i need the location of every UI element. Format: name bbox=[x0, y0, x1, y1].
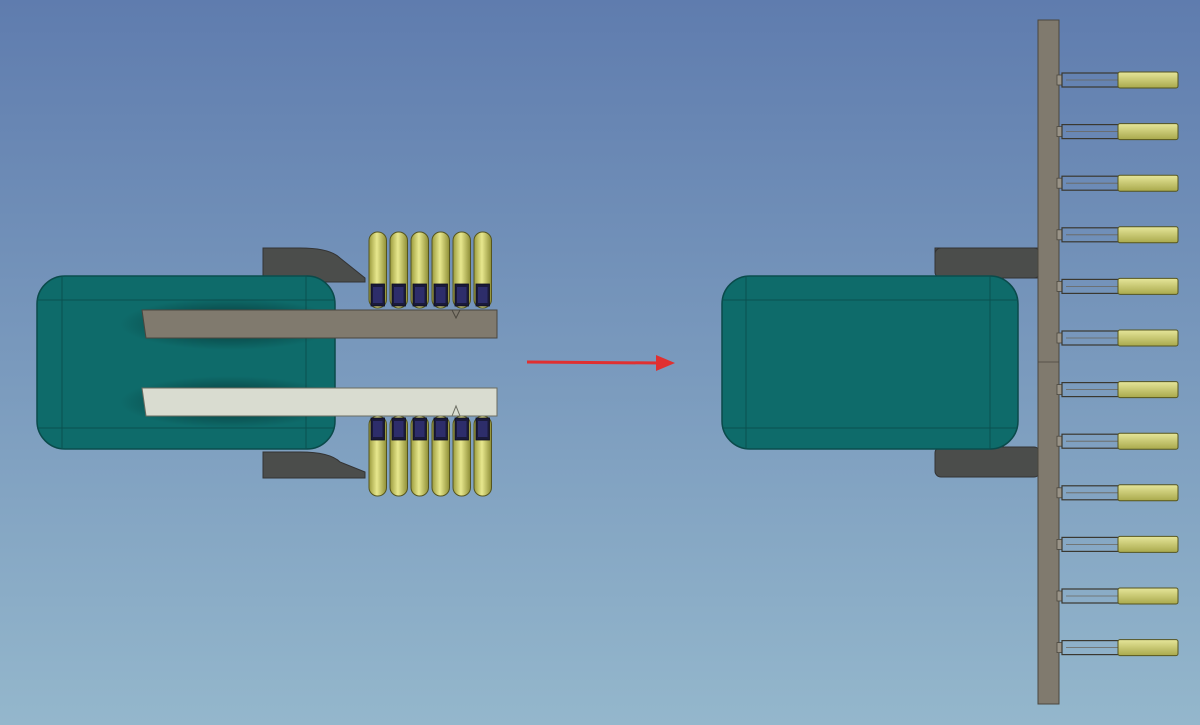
bottom-coil bbox=[452, 415, 471, 497]
right-housing-block-inner-edge bbox=[745, 275, 991, 450]
pin-collar bbox=[1056, 435, 1063, 447]
bottom-coil bbox=[410, 415, 429, 497]
pin-collar bbox=[1056, 280, 1063, 292]
pin-collar bbox=[1056, 177, 1063, 189]
bottom-coil-stack bbox=[368, 415, 492, 497]
pin bbox=[1056, 484, 1179, 502]
top-coil-window-inner bbox=[436, 287, 446, 303]
bottom-coil bbox=[431, 415, 450, 497]
pin bbox=[1056, 174, 1179, 192]
bottom-coil-window-inner bbox=[457, 421, 467, 437]
pin bbox=[1056, 381, 1179, 399]
top-coil bbox=[473, 231, 492, 309]
pin bbox=[1056, 432, 1179, 450]
pin-collar bbox=[1056, 642, 1063, 653]
top-coil-window-inner bbox=[394, 287, 404, 303]
right-assembly bbox=[721, 19, 1179, 705]
left-assembly bbox=[36, 231, 498, 497]
bottom-coil-window-inner bbox=[373, 421, 383, 437]
pin bbox=[1056, 639, 1179, 657]
pin-collar bbox=[1056, 539, 1063, 550]
pin-collar bbox=[1056, 126, 1063, 137]
pin-collar bbox=[1056, 487, 1063, 499]
pin-tip bbox=[1117, 174, 1179, 192]
pin-collar bbox=[1056, 332, 1063, 344]
transition-arrow bbox=[526, 355, 675, 371]
pin-tip bbox=[1117, 277, 1179, 295]
arrow-shaft bbox=[526, 360, 661, 365]
top-rail-notch bbox=[451, 309, 461, 320]
top-coil-window-inner bbox=[415, 287, 425, 303]
pin bbox=[1056, 535, 1179, 553]
top-coil bbox=[452, 231, 471, 309]
bottom-coil bbox=[368, 415, 387, 497]
pin-tip bbox=[1117, 123, 1179, 141]
pin-tip bbox=[1117, 329, 1179, 347]
pin-collar bbox=[1056, 590, 1063, 602]
pin bbox=[1056, 71, 1179, 89]
pin-tip bbox=[1117, 535, 1179, 553]
bottom-coil-window-inner bbox=[415, 421, 425, 437]
top-bracket bbox=[262, 247, 366, 283]
pin bbox=[1056, 226, 1179, 244]
bottom-coil bbox=[389, 415, 408, 497]
pin bbox=[1056, 277, 1179, 295]
pin-tip bbox=[1117, 587, 1179, 605]
pin-collar bbox=[1056, 384, 1063, 396]
right-housing-block bbox=[721, 275, 1019, 450]
right-top-bracket-body bbox=[934, 247, 1041, 279]
bottom-coil-window-inner bbox=[478, 421, 488, 437]
bottom-rail bbox=[141, 387, 498, 417]
pin-tip bbox=[1117, 639, 1179, 657]
bottom-bracket bbox=[262, 451, 366, 479]
bottom-rail-notch bbox=[451, 404, 461, 417]
pin-collar bbox=[1056, 74, 1063, 86]
pin bbox=[1056, 329, 1179, 347]
bottom-coil bbox=[473, 415, 492, 497]
top-coil-window-inner bbox=[457, 287, 467, 303]
pin-tip bbox=[1117, 226, 1179, 244]
pin-tip bbox=[1117, 71, 1179, 89]
pin bbox=[1056, 587, 1179, 605]
top-coil-window-inner bbox=[478, 287, 488, 303]
pin-column bbox=[1056, 71, 1179, 657]
pin-tip bbox=[1117, 381, 1179, 399]
top-coil bbox=[431, 231, 450, 309]
pin-tip bbox=[1117, 432, 1179, 450]
housing-block-inner-edge bbox=[61, 275, 307, 450]
top-rail bbox=[141, 309, 498, 339]
pin bbox=[1056, 123, 1179, 141]
top-coil bbox=[410, 231, 429, 309]
top-coil-window-inner bbox=[373, 287, 383, 303]
top-coil-stack bbox=[368, 231, 492, 309]
top-coil bbox=[389, 231, 408, 309]
top-coil bbox=[368, 231, 387, 309]
pin-collar bbox=[1056, 229, 1063, 241]
bottom-coil-window-inner bbox=[394, 421, 404, 437]
arrow-head bbox=[656, 355, 675, 371]
bottom-coil-window-inner bbox=[436, 421, 446, 437]
pin-tip bbox=[1117, 484, 1179, 502]
right-bottom-bracket-body bbox=[934, 446, 1041, 478]
